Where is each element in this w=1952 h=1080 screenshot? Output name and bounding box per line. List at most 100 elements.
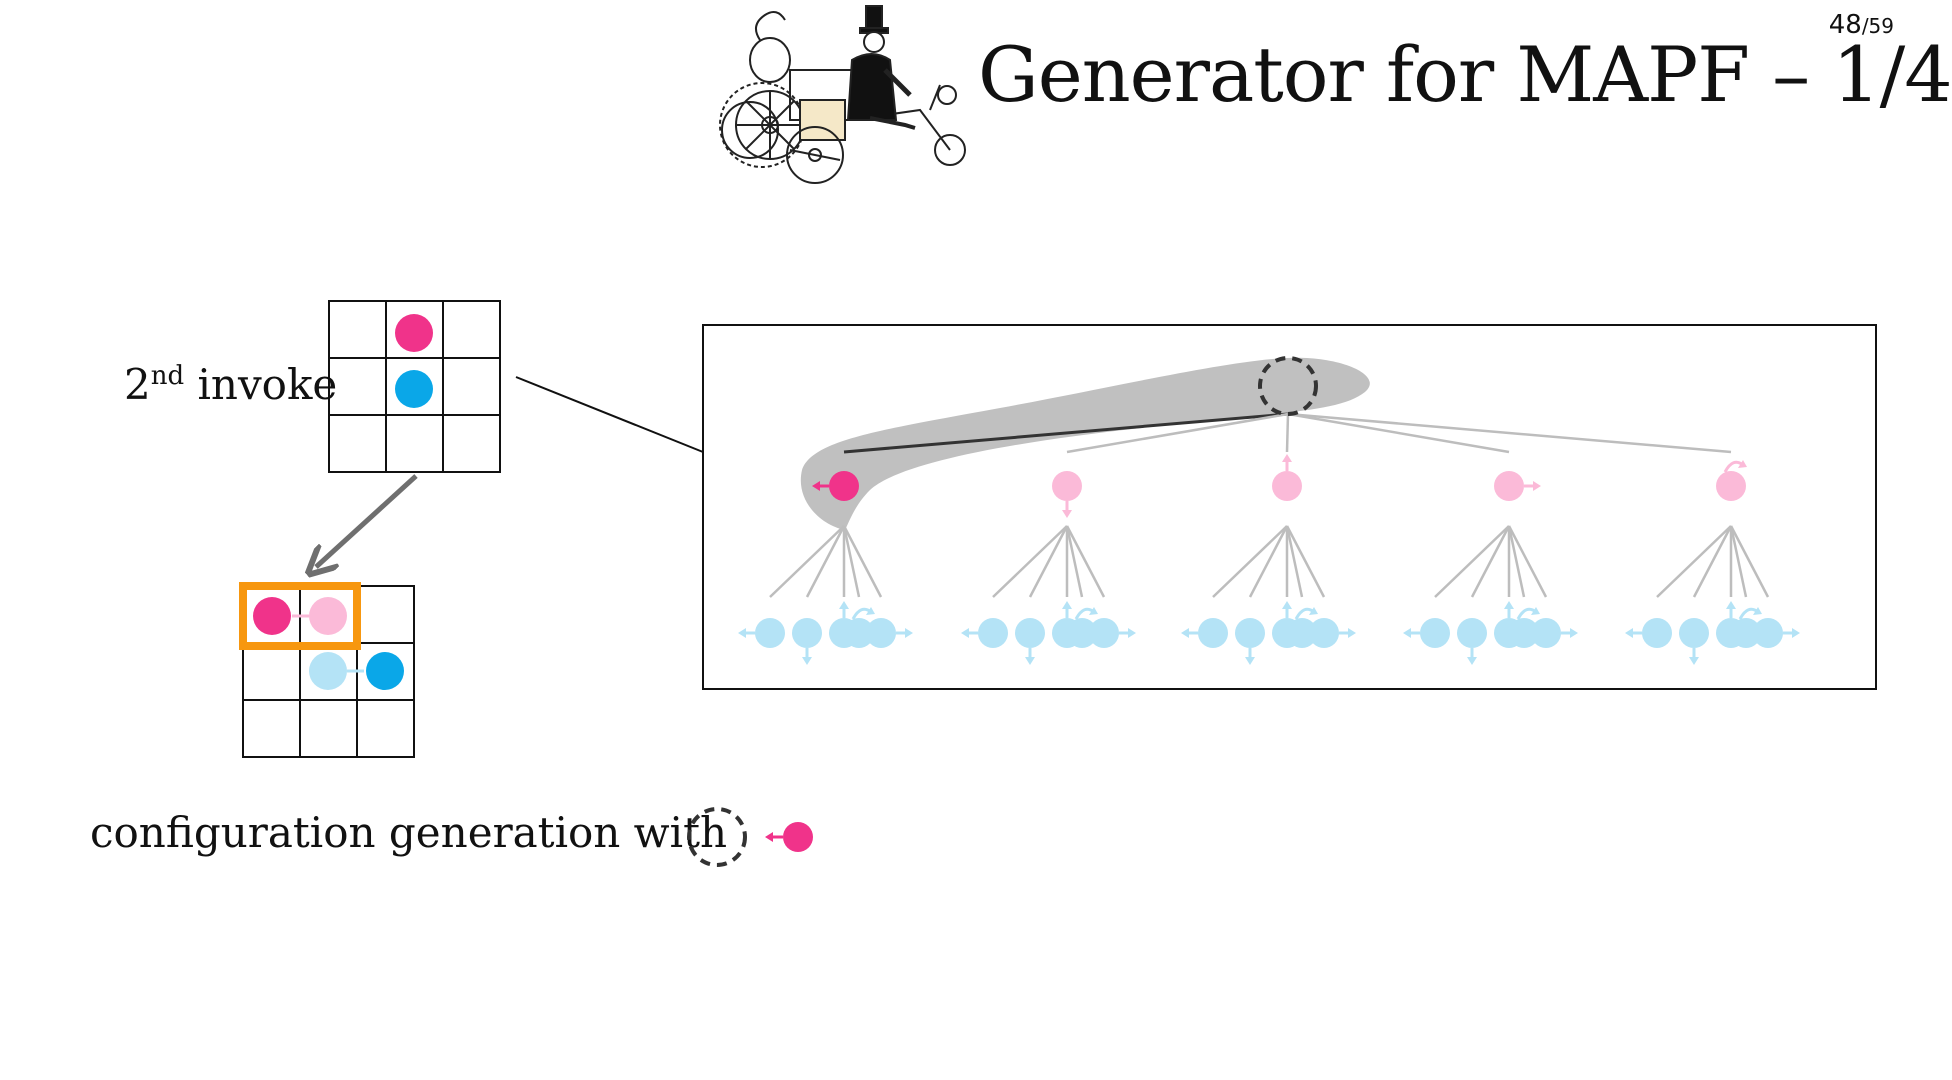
steam-tricycle-illustration-icon <box>719 5 966 184</box>
pink-node-left <box>829 471 859 501</box>
connector-line <box>515 376 704 453</box>
invoke-prefix: 2 <box>124 360 151 409</box>
legend-dashed-node <box>687 807 747 867</box>
blue-arrow-up-up <box>1282 601 1292 618</box>
blue-arrow-right-up <box>1504 601 1514 618</box>
blue-arrow-down-right <box>1119 628 1136 638</box>
blue-arrow-left-up <box>839 601 849 618</box>
pink-agent <box>395 314 433 352</box>
pink-node-stay <box>1716 471 1746 501</box>
invoke-suffix: invoke <box>184 360 338 409</box>
blue-arrow-up-right <box>1339 628 1356 638</box>
blue-node-down-down <box>1015 618 1045 648</box>
pink-arrow-stay <box>1723 460 1747 473</box>
blue-node-down-left <box>978 618 1008 648</box>
edge-right-left <box>1434 525 1510 598</box>
pink-agent-new <box>253 597 291 635</box>
page-current: 48 <box>1828 10 1862 40</box>
blue-arrow-stay-up <box>1726 601 1736 618</box>
edge-left-down <box>805 525 846 598</box>
legend-arrow-head <box>765 832 773 842</box>
blue-arrow-stay-left <box>1625 628 1642 638</box>
blue-node-up-right <box>1309 618 1339 648</box>
blue-arrow-left-down <box>802 648 812 665</box>
edge-root-left <box>843 412 1289 454</box>
pink-arrow-down <box>1062 501 1072 518</box>
edge-stay-right <box>1729 525 1770 598</box>
edge-up-left <box>1212 525 1288 598</box>
blue-node-right-right <box>1531 618 1561 648</box>
transition-arrow <box>316 474 418 567</box>
blue-node-right-down <box>1457 618 1487 648</box>
edge-down-down <box>1028 525 1069 598</box>
edge-down-left <box>992 525 1068 598</box>
blue-arrow-right-left <box>1403 628 1420 638</box>
invoke-sup: nd <box>150 361 185 391</box>
page-number: 48/59 <box>1829 10 1894 40</box>
blue-arrow-down-down <box>1025 648 1035 665</box>
blue-arrow-right-down <box>1467 648 1477 665</box>
tree-nodes <box>738 454 1800 665</box>
blue-arrow-down-stay <box>1074 607 1098 620</box>
blue-arrow-right-right <box>1561 628 1578 638</box>
blue-arrow-right-stay <box>1516 607 1540 620</box>
edge-down-stay <box>1065 525 1084 598</box>
pink-arrow-right <box>1524 481 1541 491</box>
blue-node-left-down <box>792 618 822 648</box>
blue-agent-old <box>309 652 347 690</box>
selection-highlight <box>800 357 1370 530</box>
pink-node-right <box>1494 471 1524 501</box>
edge-root-stay <box>1287 412 1732 454</box>
edge-down-right <box>1065 525 1106 598</box>
pink-node-up <box>1272 471 1302 501</box>
blue-arrow-up-stay <box>1294 607 1318 620</box>
edge-up-stay <box>1285 525 1304 598</box>
blue-arrow-left-right <box>896 628 913 638</box>
edge-up-right <box>1285 525 1326 598</box>
edge-root-right <box>1287 412 1510 454</box>
blue-node-up-left <box>1198 618 1228 648</box>
blue-arrow-down-up <box>1062 601 1072 618</box>
blue-node-right-left <box>1420 618 1450 648</box>
edge-right-down <box>1470 525 1511 598</box>
blue-agent <box>395 370 433 408</box>
blue-arrow-stay-down <box>1689 648 1699 665</box>
blue-node-up-down <box>1235 618 1265 648</box>
pink-arrow-up <box>1282 454 1292 471</box>
pink-arrow-left <box>812 481 829 491</box>
blue-node-down-stay <box>1067 618 1097 648</box>
blue-arrow-left-left <box>738 628 755 638</box>
blue-node-left-left <box>755 618 785 648</box>
blue-node-down-right <box>1089 618 1119 648</box>
caption-text: configuration generation with <box>90 808 727 857</box>
blue-node-left-right <box>866 618 896 648</box>
edge-stay-down <box>1692 525 1733 598</box>
blue-arrow-up-left <box>1181 628 1198 638</box>
blue-agent-new <box>366 652 404 690</box>
blue-node-stay-stay <box>1731 618 1761 648</box>
blue-arrow-left-stay <box>851 607 875 620</box>
search-tree-box <box>702 324 1877 690</box>
edge-up-down <box>1248 525 1289 598</box>
tree-edges <box>769 412 1770 598</box>
edge-stay-left <box>1656 525 1732 598</box>
edge-left-right <box>842 525 883 598</box>
edge-root-down <box>1066 412 1289 454</box>
grid-before <box>328 300 501 473</box>
highlight-box <box>239 582 361 650</box>
blue-node-stay-left <box>1642 618 1672 648</box>
blue-node-stay-down <box>1679 618 1709 648</box>
blue-arrow-down-left <box>961 628 978 638</box>
pink-agent-old <box>309 597 347 635</box>
blue-arrow-up-down <box>1245 648 1255 665</box>
root-node <box>1258 356 1318 416</box>
legend-pink-node <box>783 822 813 852</box>
slide-title: Generator for MAPF – 1/4 <box>978 30 1952 119</box>
edge-root-up <box>1285 413 1290 453</box>
page-total: /59 <box>1861 14 1894 38</box>
blue-arrow-stay-stay <box>1738 607 1762 620</box>
edge-right-right <box>1507 525 1548 598</box>
pink-node-down <box>1052 471 1082 501</box>
blue-node-left-stay <box>844 618 874 648</box>
